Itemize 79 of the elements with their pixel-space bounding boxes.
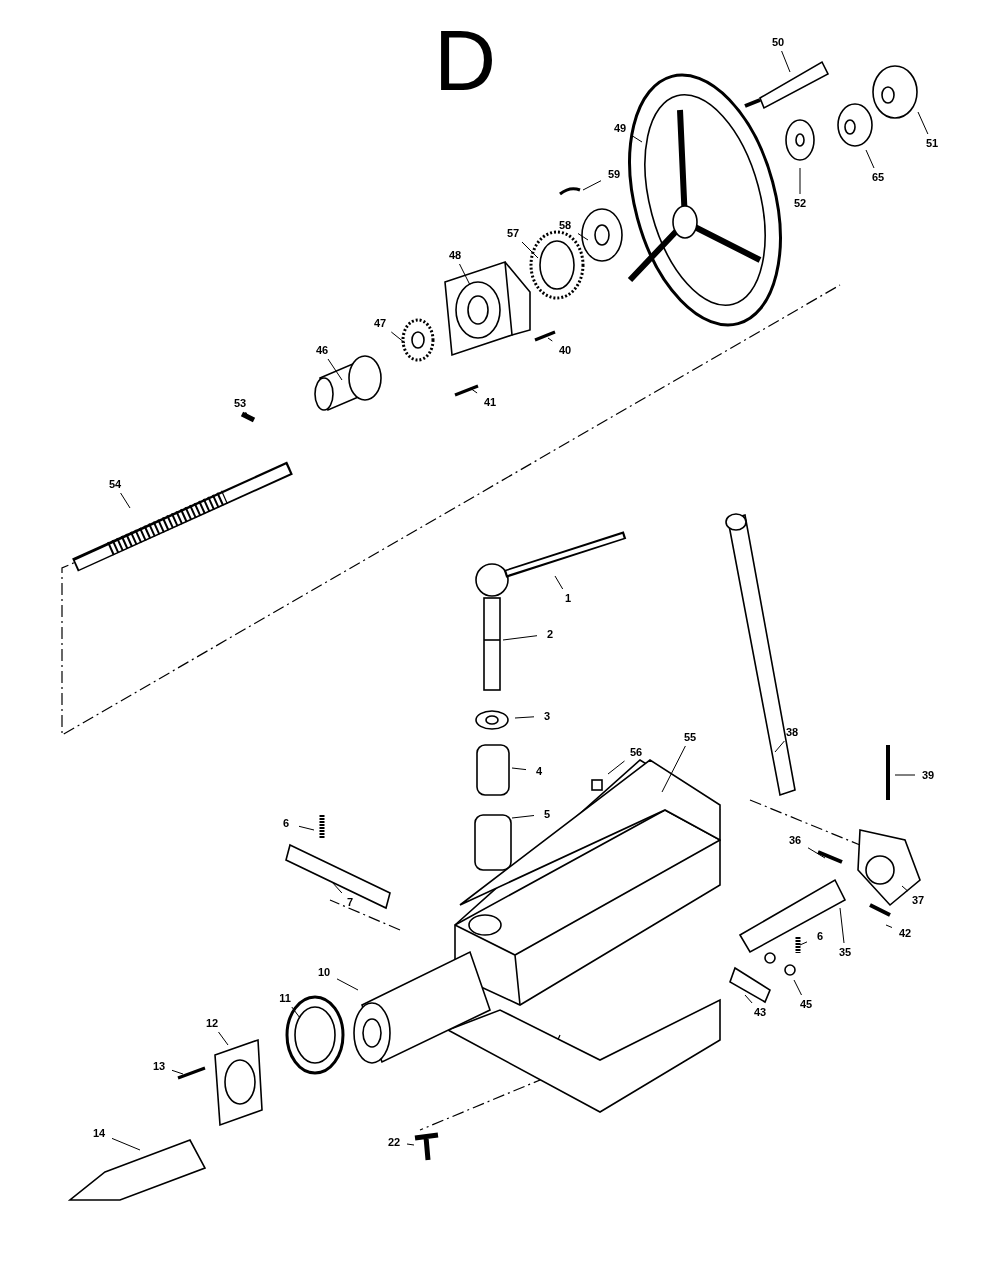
leader-line	[917, 111, 929, 135]
leader-line	[661, 745, 686, 793]
callout-number: 58	[554, 218, 576, 232]
callout-number: 43	[749, 1005, 771, 1019]
callout-number: 56	[625, 745, 647, 759]
callout-number: 46	[311, 343, 333, 357]
leader-line	[171, 1069, 184, 1075]
leader-line	[799, 167, 801, 195]
callout-number: 3	[536, 709, 558, 723]
callout-number: 6	[275, 816, 297, 830]
leader-line	[577, 233, 589, 241]
callout-number: 5	[536, 807, 558, 821]
leader-line	[298, 825, 315, 831]
callout-number: 39	[917, 768, 939, 782]
callout-number: 7	[339, 895, 361, 909]
leader-line	[218, 1031, 229, 1046]
callout-number: 50	[767, 35, 789, 49]
callout-number: 47	[369, 316, 391, 330]
leader-line	[502, 635, 538, 641]
callout-number: 4	[528, 764, 550, 778]
leader-line	[511, 815, 535, 819]
leader-line	[582, 180, 602, 191]
callout-number: 48	[444, 248, 466, 262]
leader-line	[554, 575, 564, 590]
leader-line	[331, 881, 343, 894]
callout-number: 13	[148, 1059, 170, 1073]
leader-line	[459, 263, 471, 286]
leader-line	[799, 941, 808, 946]
callout-number: 54	[104, 477, 126, 491]
callout-number: 37	[907, 893, 929, 907]
callout-number: 6	[809, 929, 831, 943]
callout-number: 55	[679, 730, 701, 744]
leader-line	[327, 358, 343, 381]
callout-number: 1	[557, 591, 579, 605]
leader-line	[781, 50, 791, 73]
leader-line	[406, 1143, 415, 1146]
callout-number: 41	[479, 395, 501, 409]
title: D	[432, 11, 498, 110]
callout-number: 57	[502, 226, 524, 240]
leader-line	[807, 847, 826, 859]
callout-number: 53	[229, 396, 251, 410]
callout-number: 52	[789, 196, 811, 210]
leader-line	[839, 907, 845, 944]
leader-line	[607, 760, 625, 775]
callout-number: 59	[603, 167, 625, 181]
leader-line	[469, 387, 478, 394]
callout-number: 11	[274, 991, 296, 1005]
leader-line	[885, 924, 893, 928]
callout-number: 14	[88, 1126, 110, 1140]
callout-number: 2	[539, 627, 561, 641]
leader-line	[521, 241, 539, 259]
leader-line	[514, 716, 535, 719]
callout-number: 49	[609, 121, 631, 135]
callout-number: 10	[313, 965, 335, 979]
callout-number: 35	[834, 945, 856, 959]
callout-number: 38	[781, 725, 803, 739]
leader-line	[511, 767, 527, 771]
leader-line	[111, 1137, 141, 1151]
leader-line	[901, 885, 909, 892]
leader-line	[245, 411, 249, 417]
leader-line	[390, 331, 406, 344]
leader-line	[894, 774, 916, 776]
leader-line	[120, 492, 131, 509]
leader-line	[547, 337, 553, 342]
callout-number: 12	[201, 1016, 223, 1030]
callout-number: 22	[383, 1135, 405, 1149]
callout-number: 65	[867, 170, 889, 184]
leader-line	[774, 740, 785, 753]
leader-line	[632, 135, 643, 143]
leader-line	[291, 1006, 301, 1019]
leader-line	[744, 994, 753, 1004]
callout-number: 36	[784, 833, 806, 847]
callout-number: 51	[921, 136, 943, 150]
callout-number: 45	[795, 997, 817, 1011]
callout-number: 40	[554, 343, 576, 357]
leader-line	[336, 978, 359, 991]
leader-line	[865, 149, 875, 169]
leader-line	[793, 979, 802, 996]
callout-number: 42	[894, 926, 916, 940]
